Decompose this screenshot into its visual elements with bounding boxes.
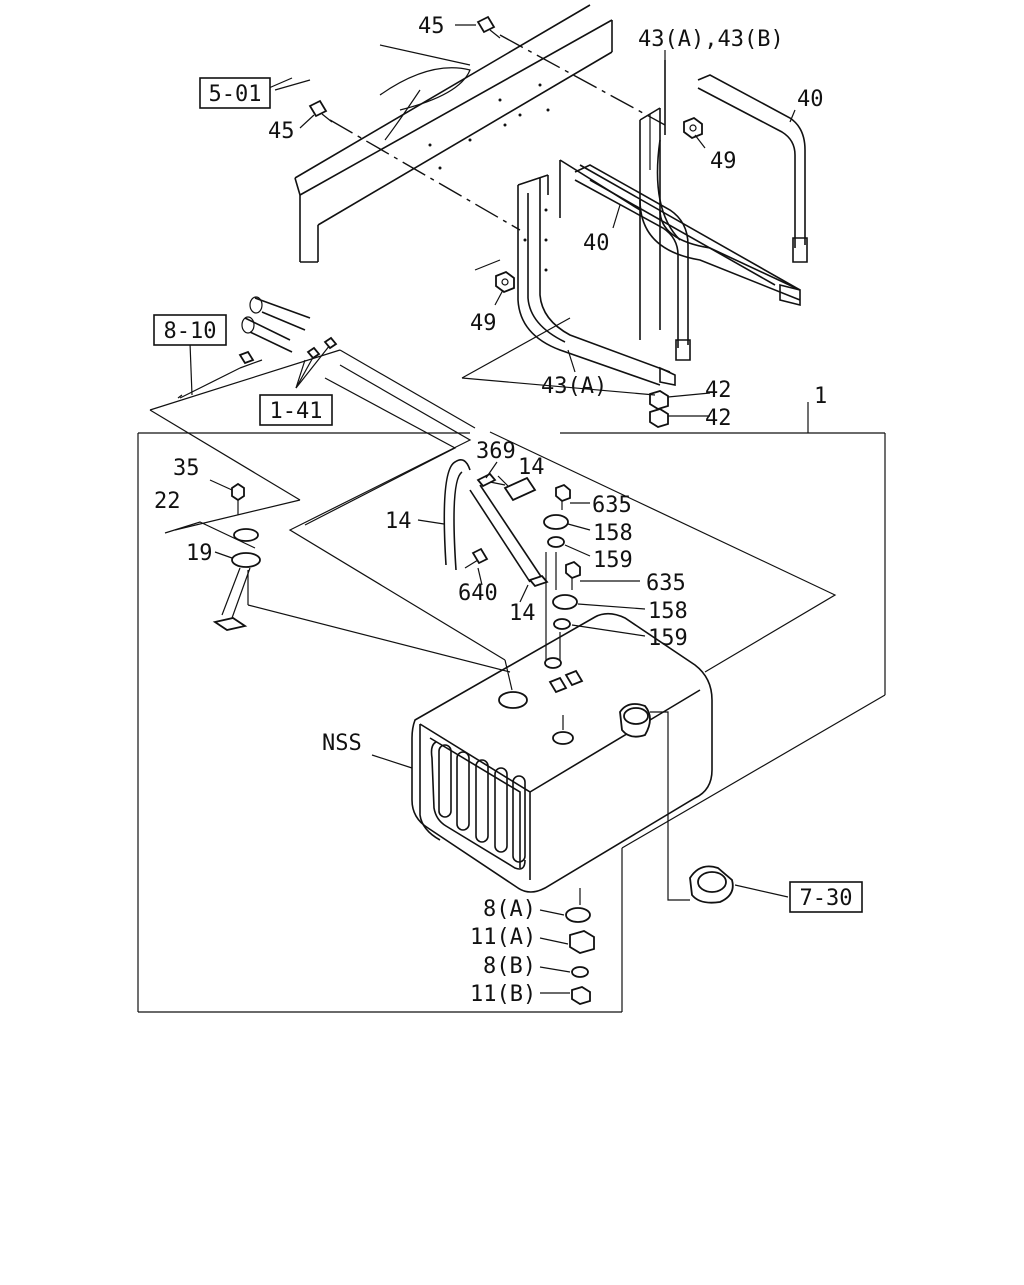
label-1: 1 xyxy=(814,384,827,409)
hose-assembly xyxy=(443,459,549,588)
label-11a: 11(A) xyxy=(470,925,536,950)
ref-label-1-41: 1-41 xyxy=(270,399,323,424)
fuel-tank xyxy=(411,612,713,893)
bracket-43a xyxy=(517,174,676,386)
ref-box-1-41[interactable]: 1-41 xyxy=(259,394,333,426)
label-8a: 8(A) xyxy=(483,897,536,922)
harness-outline-b xyxy=(149,349,341,411)
label-45-lower: 45 xyxy=(268,119,295,144)
frame-rail xyxy=(294,4,613,263)
assembly-box-step-diagonal xyxy=(621,694,886,849)
label-22: 22 xyxy=(154,489,181,514)
label-14-right: 14 xyxy=(518,455,545,480)
fuel-line-outline-inner xyxy=(304,377,457,526)
bracket-43a-43b xyxy=(579,60,801,340)
fuel-line-outline xyxy=(288,364,506,661)
ref-label-8-10: 8-10 xyxy=(164,319,217,344)
ref-box-5-01[interactable]: 5-01 xyxy=(199,77,271,109)
line-to-port xyxy=(504,659,513,691)
nut-49-upper xyxy=(683,116,703,140)
label-19: 19 xyxy=(186,541,213,566)
strap-40-front xyxy=(559,159,691,361)
nut-42-upper xyxy=(649,390,669,410)
harness-outline-a xyxy=(149,409,301,501)
ref-label-5-01: 5-01 xyxy=(209,82,262,107)
label-158-upper: 158 xyxy=(593,521,633,546)
label-159-upper: 159 xyxy=(593,548,633,573)
nut-49-lower xyxy=(474,259,515,294)
label-640: 640 xyxy=(458,581,498,606)
ref-label-7-30: 7-30 xyxy=(800,886,853,911)
label-42-lower: 42 xyxy=(705,406,732,431)
bolt-45-lower xyxy=(308,99,333,123)
nut-42-lower xyxy=(649,408,669,428)
leader-lines xyxy=(189,24,796,994)
label-nss: NSS xyxy=(322,731,362,756)
label-11b: 11(B) xyxy=(470,982,536,1007)
strap-40-rear xyxy=(697,74,808,263)
label-14-lower: 14 xyxy=(509,601,536,626)
clamp-set-lower xyxy=(552,560,581,665)
label-43a: 43(A) xyxy=(541,374,607,399)
label-49-upper: 49 xyxy=(710,149,737,174)
label-40-rear: 40 xyxy=(797,87,824,112)
label-35: 35 xyxy=(173,456,200,481)
filler-cap xyxy=(650,711,734,904)
label-8b: 8(B) xyxy=(483,954,536,979)
label-635-lower: 635 xyxy=(646,571,686,596)
drain-plug-set xyxy=(565,888,595,1005)
tank-top-outline xyxy=(489,431,837,673)
label-43a-43b: 43(A),43(B) xyxy=(638,27,784,52)
label-45-upper: 45 xyxy=(418,14,445,39)
label-158-lower: 158 xyxy=(648,599,688,624)
sender-outline xyxy=(164,521,256,549)
sender-unit xyxy=(212,482,511,673)
label-49-lower: 49 xyxy=(470,311,497,336)
ref-box-7-30[interactable]: 7-30 xyxy=(789,881,863,913)
wiring-harness xyxy=(177,296,338,399)
bolt-45-upper xyxy=(476,15,501,39)
bracket-outline-left xyxy=(461,317,571,379)
tank-fittings xyxy=(544,657,584,694)
harness-outline-c xyxy=(339,349,476,429)
clamp-set-upper xyxy=(543,483,571,660)
centerline-45-lower xyxy=(329,119,521,231)
label-635-upper: 635 xyxy=(592,493,632,518)
centerline-45-upper xyxy=(499,34,666,126)
label-40-front: 40 xyxy=(583,231,610,256)
ref-box-8-10[interactable]: 8-10 xyxy=(153,314,227,346)
bracket-outline-bottom xyxy=(461,377,656,396)
label-14-left: 14 xyxy=(385,509,412,534)
label-42-upper: 42 xyxy=(705,378,732,403)
label-159-lower: 159 xyxy=(648,626,688,651)
label-369: 369 xyxy=(476,439,516,464)
